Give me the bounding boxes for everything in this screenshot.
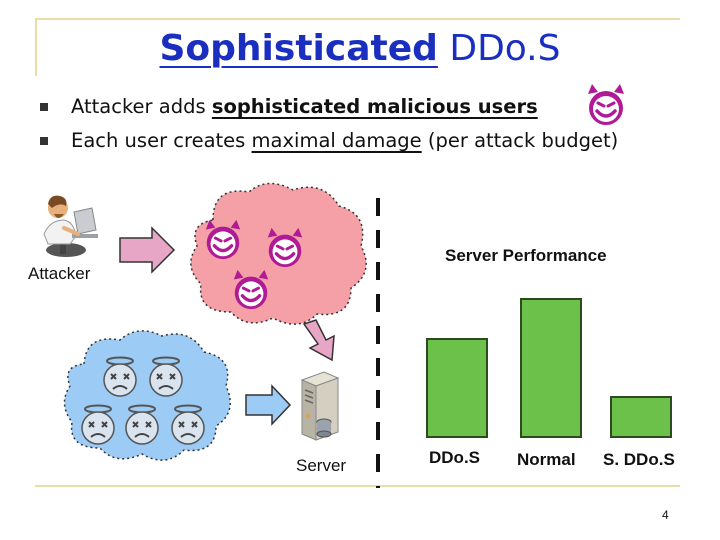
bar-normal <box>520 298 582 438</box>
sad-user-face-icon <box>149 356 183 397</box>
arrow-right-icon <box>245 384 292 426</box>
devil-face-icon <box>205 219 241 260</box>
sad-user-face-icon <box>81 404 115 445</box>
arrow-right-icon <box>119 226 176 274</box>
title-emphasis: Sophisticated <box>159 28 438 69</box>
frame-top-line <box>35 18 680 20</box>
slide-title: Sophisticated DDo.S <box>0 28 720 69</box>
bullet-text: Attacker adds sophisticated malicious us… <box>71 95 538 118</box>
bullet-text: Each user creates maximal damage (per at… <box>71 129 619 152</box>
chart-title: Server Performance <box>445 246 607 265</box>
frame-bottom-line <box>35 485 680 487</box>
sad-user-face-icon <box>103 356 137 397</box>
bullet-square-icon <box>40 103 48 111</box>
bar-ddo-s <box>426 338 488 438</box>
title-rest: DDo.S <box>437 28 561 69</box>
bar-s-ddo-s <box>610 396 672 438</box>
devil-face-icon <box>588 84 624 125</box>
server-icon <box>300 371 340 441</box>
server-label: Server <box>296 456 347 475</box>
bullet-square-icon <box>40 137 48 145</box>
dashed-divider <box>376 198 380 488</box>
bar-chart-plot <box>420 290 690 438</box>
frame-left-line <box>35 18 37 76</box>
x-tick-label: S. DDo.S <box>603 450 675 469</box>
arrow-down-icon <box>302 319 335 362</box>
sad-user-face-icon <box>171 404 205 445</box>
x-tick-label: Normal <box>517 450 576 469</box>
devil-face-icon <box>233 269 269 310</box>
devil-face-icon <box>267 227 303 268</box>
sad-user-face-icon <box>125 404 159 445</box>
attacker-label: Attacker <box>28 264 91 283</box>
attacker-person-icon <box>43 195 98 257</box>
page-number: 4 <box>662 508 669 522</box>
x-tick-label: DDo.S <box>429 448 480 467</box>
